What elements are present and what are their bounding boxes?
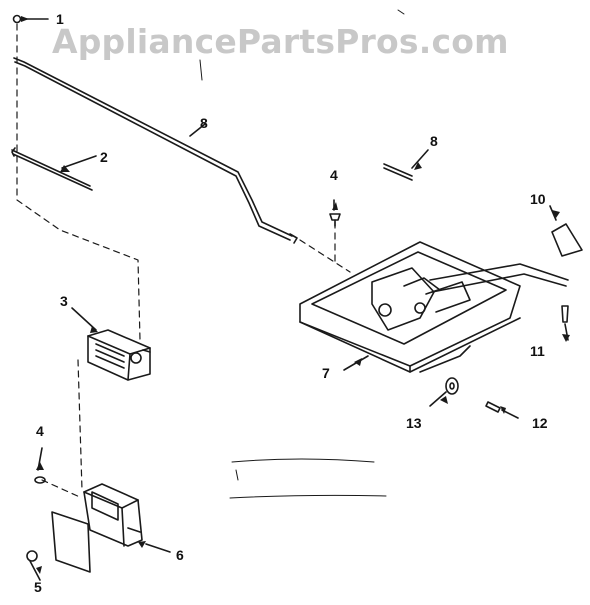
part-13-washer — [429, 377, 459, 407]
callout-2: 2 — [100, 149, 108, 165]
part-5-screw — [26, 550, 41, 581]
callout-4-upper: 4 — [330, 167, 338, 183]
dashed-leaders — [16, 23, 351, 499]
callout-8-pin: 8 — [430, 133, 438, 149]
callout-11: 11 — [530, 343, 545, 359]
part-8-rod — [13, 57, 298, 244]
part-1-clip — [12, 14, 49, 24]
callout-8-rod: 8 — [200, 115, 208, 131]
part-7-latch-plate — [299, 241, 521, 373]
leader-arrowheads — [21, 16, 570, 574]
scan-marks — [199, 9, 405, 499]
part-4-upper-screw — [329, 199, 341, 227]
part-3-motor — [71, 307, 151, 381]
callout-3: 3 — [60, 293, 68, 309]
callout-13: 13 — [406, 415, 422, 431]
callout-4-lower: 4 — [36, 423, 44, 439]
callout-10: 10 — [530, 191, 546, 207]
callout-5: 5 — [34, 579, 42, 595]
callout-6: 6 — [176, 547, 184, 563]
callout-1: 1 — [56, 11, 64, 27]
part-6-bracket — [51, 483, 171, 573]
callout-12: 12 — [532, 415, 548, 431]
part-10-handle — [429, 205, 583, 293]
watermark-logo: AppliancePartsPros.com — [52, 22, 509, 61]
part-8-pin — [383, 149, 429, 181]
part-2-rod — [11, 147, 97, 191]
callout-7: 7 — [322, 365, 330, 381]
